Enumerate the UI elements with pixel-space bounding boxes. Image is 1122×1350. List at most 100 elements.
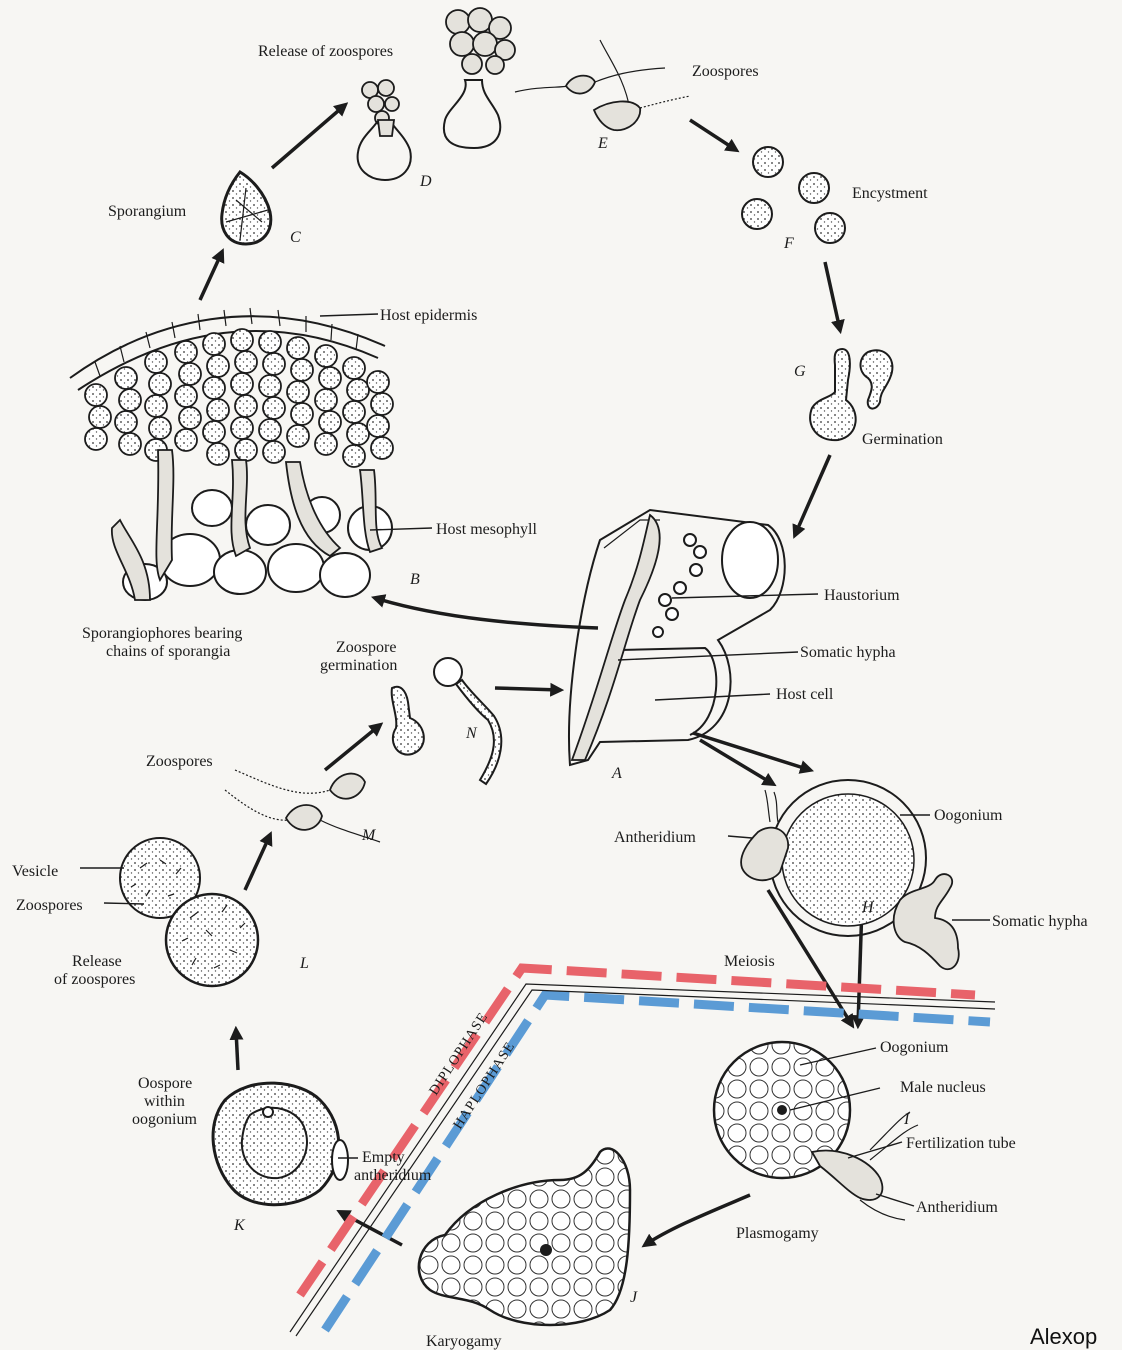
label-antheridium-i: Antheridium <box>916 1199 998 1216</box>
sporangium-chain-cell <box>235 439 257 461</box>
stage-e-zoospores <box>515 40 690 130</box>
sporangium-chain-cell <box>85 384 107 406</box>
label-encystment: Encystment <box>852 185 928 202</box>
stage-letter-d: D <box>419 173 432 190</box>
sporangium-chain-cell <box>179 363 201 385</box>
stage-c-sporangium <box>222 172 271 244</box>
arrow-a-to-b <box>375 598 598 628</box>
sporangium-chain-cell <box>287 381 309 403</box>
label-zoospore-germination-line2: germination <box>320 657 397 674</box>
sporangium-chain-cell <box>231 373 253 395</box>
label-zoospores-m: Zoospores <box>146 753 213 770</box>
sporangium-chain-cell <box>149 373 171 395</box>
sporangium-chain-cell <box>371 393 393 415</box>
stage-h-gametangia <box>741 780 959 969</box>
sporangium-chain-cell <box>263 397 285 419</box>
sporangium-chain-cell <box>343 357 365 379</box>
sporangium-chain-cell <box>347 423 369 445</box>
arrow-b-to-c <box>200 252 222 300</box>
sporangium-chain-cell <box>343 445 365 467</box>
credit-text: Alexop <box>1030 1324 1097 1349</box>
label-germination: Germination <box>862 431 943 448</box>
sporangium-chain-cell <box>291 359 313 381</box>
sporangium-chain-cell <box>367 371 389 393</box>
sporangium-chain-cell <box>203 333 225 355</box>
label-release-l-line1: Release <box>72 953 122 970</box>
arrow-a-to-h-right <box>693 733 810 770</box>
arrow-f-to-g <box>825 262 840 330</box>
stage-d-sporangia <box>358 8 515 180</box>
sporangium-chain-cell <box>175 341 197 363</box>
label-oogonium-h: Oogonium <box>934 807 1003 824</box>
haustoria <box>653 534 706 637</box>
label-sporangiophores-line2: chains of sporangia <box>106 643 230 660</box>
stage-letter-i: I <box>903 1111 910 1128</box>
label-zoospore-germination-line1: Zoospore <box>336 639 396 656</box>
stage-letter-a: A <box>611 765 622 782</box>
stage-g-germinating-cysts <box>810 349 892 440</box>
sporangium-chains <box>85 329 393 467</box>
label-antheridium-h: Antheridium <box>614 829 696 846</box>
sporangium-chain-cell <box>119 389 141 411</box>
sporangium-chain-cell <box>371 437 393 459</box>
label-release-of-zoospores-top: Release of zoospores <box>258 43 393 60</box>
label-release-l-line2: of zoospores <box>54 971 135 988</box>
sporangium-chain-cell <box>175 429 197 451</box>
sporangium-chain-cell <box>259 375 281 397</box>
stage-a-host-cells <box>569 510 785 765</box>
sporangium-chain-cell <box>343 401 365 423</box>
label-host-epidermis: Host epidermis <box>380 307 477 324</box>
label-empty-antheridium-line2: antheridium <box>354 1167 432 1184</box>
stage-k-oospore <box>213 1083 348 1205</box>
label-haustorium: Haustorium <box>824 587 900 604</box>
sporangium-chain-cell <box>319 411 341 433</box>
arrow-e-to-f <box>690 120 736 150</box>
sporangium-chain-cell <box>259 331 281 353</box>
sporangium-chain-cell <box>235 395 257 417</box>
arrow-k-to-l <box>236 1030 238 1070</box>
stage-n-germination <box>392 658 502 784</box>
label-host-cell: Host cell <box>776 686 834 703</box>
sporangium-chain-cell <box>263 441 285 463</box>
stage-letter-m: M <box>361 827 377 844</box>
stage-letter-f: F <box>783 235 794 252</box>
sporangium-chain-cell <box>347 379 369 401</box>
label-male-nucleus: Male nucleus <box>900 1079 986 1096</box>
labels: Release of zoospores Zoospores Encystmen… <box>12 43 1088 1350</box>
sporangium-chain-cell <box>203 421 225 443</box>
sporangium-chain-cell <box>263 353 285 375</box>
stage-b-leaf-section <box>70 308 393 600</box>
sporangium-chain-cell <box>319 367 341 389</box>
label-oospore-line1: Oospore <box>138 1075 192 1092</box>
label-oogonium-i: Oogonium <box>880 1039 949 1056</box>
sporangium-chain-cell <box>315 345 337 367</box>
label-oospore-line3: oogonium <box>132 1111 197 1128</box>
sporangium-chain-cell <box>231 417 253 439</box>
stage-letter-k: K <box>233 1217 246 1234</box>
label-host-mesophyll: Host mesophyll <box>436 521 537 538</box>
label-vesicle: Vesicle <box>12 863 58 880</box>
stage-letter-e: E <box>597 135 608 152</box>
sporangium-chain-cell <box>287 425 309 447</box>
sporangium-chain-cell <box>203 377 225 399</box>
label-oospore-line2: within <box>144 1093 185 1110</box>
sporangium-chain-cell <box>149 417 171 439</box>
sporangium-chain-cell <box>259 419 281 441</box>
stage-letter-l: L <box>299 955 309 972</box>
label-fertilization-tube: Fertilization tube <box>906 1135 1016 1152</box>
arrow-g-to-a <box>795 455 830 535</box>
sporangium-chain-cell <box>315 389 337 411</box>
label-sporangiophores-line1: Sporangiophores bearing <box>82 625 242 642</box>
label-somatic-hypha-a: Somatic hypha <box>800 644 896 661</box>
stage-letter-h: H <box>861 899 875 916</box>
label-sporangium: Sporangium <box>108 203 187 220</box>
sporangium-chain-cell <box>145 395 167 417</box>
stage-letter-j: J <box>630 1289 638 1306</box>
sporangium-chain-cell <box>287 337 309 359</box>
arrow-m-to-n <box>325 725 380 770</box>
stage-l-vesicle <box>120 838 258 986</box>
sporangium-chain-cell <box>175 385 197 407</box>
label-somatic-hypha-h: Somatic hypha <box>992 913 1088 930</box>
sporangium-chain-cell <box>115 367 137 389</box>
